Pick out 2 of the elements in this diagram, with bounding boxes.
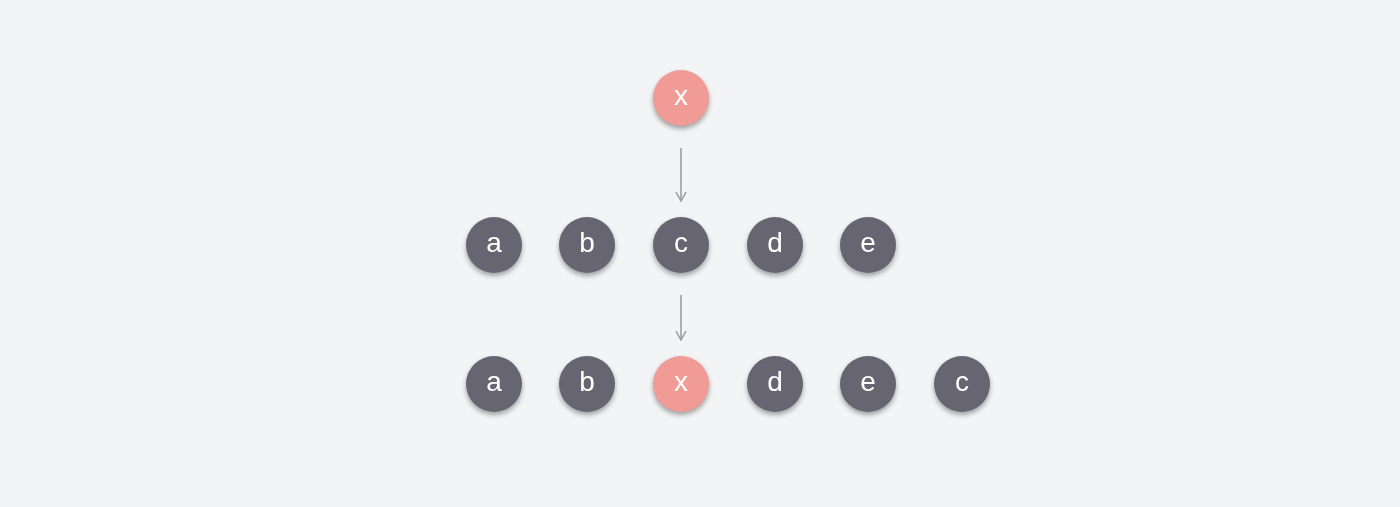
- arrow: [675, 294, 687, 341]
- arrow: [675, 147, 687, 202]
